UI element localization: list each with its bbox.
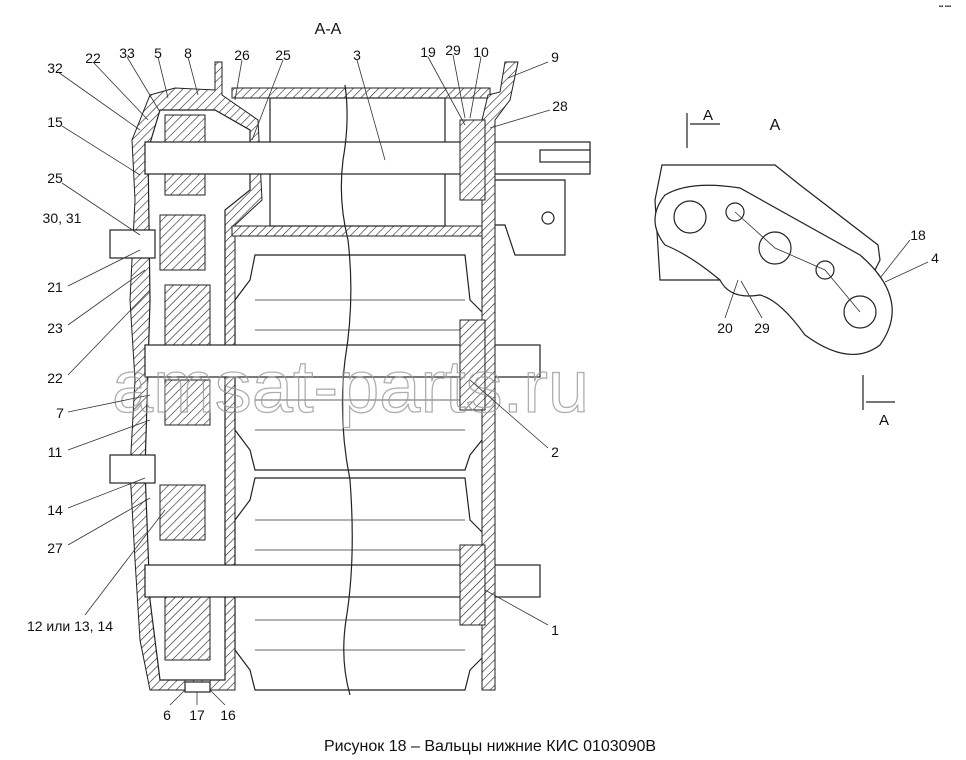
part-label: 1: [551, 622, 559, 638]
part-label: 32: [47, 60, 63, 76]
bolt-hole: [541, 211, 555, 225]
part-label: 30, 31: [43, 210, 82, 226]
upper-roller-shell: [231, 87, 491, 99]
part-label: 10: [473, 44, 489, 60]
section-marker-top: А: [703, 107, 713, 124]
view-title: А: [770, 117, 781, 134]
part-label: 4: [931, 250, 939, 266]
part-label: 21: [47, 279, 63, 295]
part-label: 22: [85, 50, 101, 66]
part-label: 20: [717, 320, 733, 336]
shaft-hub: [673, 200, 707, 234]
gear: [159, 214, 206, 271]
gear: [164, 589, 211, 661]
right-bearing: [459, 544, 486, 626]
right-bearing: [459, 119, 486, 201]
leader-lines: [57, 54, 929, 706]
shaft-keyway: [539, 149, 591, 163]
part-label: 17: [189, 707, 205, 723]
part-label: 16: [220, 707, 236, 723]
right-bearing: [459, 319, 486, 411]
part-label: 25: [275, 47, 291, 63]
watermark: amsat-parts.ru: [112, 345, 589, 428]
part-label: 27: [47, 540, 63, 556]
part-label: 33: [119, 45, 135, 61]
part-label: 7: [56, 405, 64, 421]
part-label: 19: [420, 44, 436, 60]
upper-shaft: [144, 141, 591, 175]
part-label: 23: [47, 320, 63, 336]
gear-cover-4: [654, 184, 893, 356]
part-label: 12 или 13, 14: [27, 618, 113, 634]
part-label: 25: [47, 170, 63, 186]
corner-mark: ▪▪ ▪▪▪: [939, 4, 951, 10]
part-label: 2: [551, 444, 559, 460]
section-view-a-a: А-А: [109, 21, 591, 696]
part-label: 5: [154, 45, 162, 61]
figure-caption: Рисунок 18 – Вальцы нижние КИС 0103090В: [324, 738, 656, 755]
part-label: 22: [47, 370, 63, 386]
part-label: 29: [445, 42, 461, 58]
gear: [159, 484, 206, 541]
part-label: 26: [234, 47, 250, 63]
part-label: 29: [754, 320, 770, 336]
upper-roller-shell: [231, 225, 491, 237]
part-labels: 32 22 33 5 8 26 25 3 19 29 10 9 28 15 25…: [27, 42, 939, 723]
gear: [164, 379, 211, 426]
break-line: [340, 84, 353, 696]
part-label: 3: [353, 47, 361, 63]
part-label: 11: [48, 444, 63, 460]
gear: [164, 284, 211, 346]
section-title: А-А: [315, 21, 342, 38]
roller-flutes: [255, 299, 465, 651]
drain-plug: [184, 681, 211, 693]
drive-chain: [734, 211, 861, 313]
section-marker-bottom: А: [879, 412, 889, 429]
part-label: 14: [47, 502, 63, 518]
part-label: 9: [551, 49, 559, 65]
part-label: 15: [47, 114, 63, 130]
part-label: 18: [910, 227, 926, 243]
part-label: 8: [184, 45, 192, 61]
part-label: 28: [552, 98, 568, 114]
part-label: 6: [163, 707, 171, 723]
idler-shaft: [109, 454, 156, 484]
view-a: А А А: [654, 107, 895, 429]
